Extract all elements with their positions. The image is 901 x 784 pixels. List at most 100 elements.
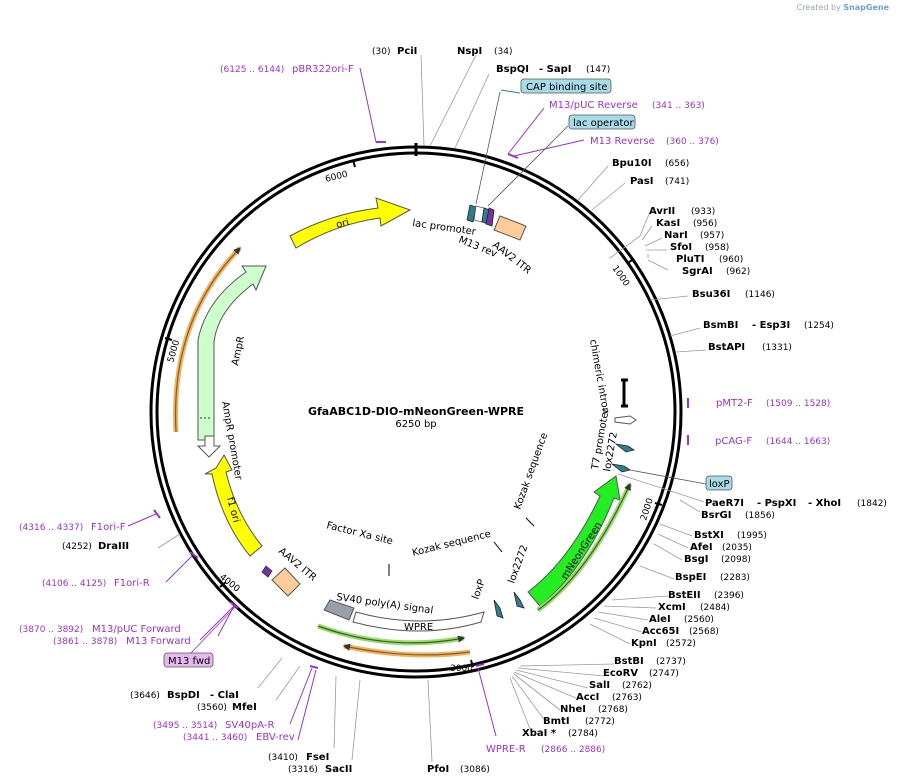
site-nspi[interactable]: NspI [457,46,482,57]
ampr-promoter-arrow[interactable] [196,435,222,458]
primer-pbr322ori-f[interactable]: pBR322ori-F [292,64,354,75]
primer-m13-reverse[interactable]: M13 Reverse [590,136,655,147]
site-kasi[interactable]: KasI [656,218,680,229]
site-pfoi[interactable]: PfoI [427,764,449,775]
site-draiii[interactable]: DraIII [98,541,129,552]
site-alei[interactable]: AleI [649,614,671,625]
primer-m13-puc-forward[interactable]: M13/pUC Forward [92,624,181,635]
primer-pos-f1ori-r: (4106 .. 4125) [42,579,106,589]
site-bstxi[interactable]: BstXI [694,530,724,541]
primer-pos-m13-puc-reverse: (341 .. 363) [652,101,705,111]
mneongreen-arrow[interactable] [527,475,621,607]
site-bsgi[interactable]: BsgI [684,554,708,565]
site-pos-bsu36i: (1146) [745,290,775,300]
primer-pos-pmt2-f: (1509 .. 1528) [766,399,830,409]
site-pos-bpu10i: (656) [665,159,689,169]
t7-promoter-arrow[interactable] [614,415,637,425]
primer-sv40pa-r[interactable]: SV40pA-R [225,720,274,731]
loxp-right-arrow[interactable] [610,463,631,473]
site-pos-xbai: (2784) [568,729,598,739]
site-bspei[interactable]: BspEI [675,572,706,583]
site-pos-pcii: (30) [372,47,390,57]
m13-fwd-tag[interactable]: M13 fwd [163,605,237,668]
aav2-itr-top-label: AAV2 ITR [490,240,533,277]
site-pos-acc65i: (2568) [689,627,719,637]
site-bspdi[interactable]: BspDI [167,690,200,701]
site-leader-lines [157,54,707,763]
svg-text:CAP binding site: CAP binding site [526,82,608,93]
plasmid-length: 6250 bp [395,419,436,430]
site-acci[interactable]: AccI [576,692,599,703]
site-sapi[interactable]: - SapI [539,64,571,75]
site-sacii[interactable]: SacII [325,764,352,775]
site-sfoi[interactable]: SfoI [670,242,692,253]
plasmid-name: GfaABC1D-DIO-mNeonGreen-WPRE [308,405,524,418]
site-xbai[interactable]: XbaI * [522,728,557,739]
site-ecorv[interactable]: EcoRV [603,668,638,679]
site-clai[interactable]: - ClaI [210,690,239,701]
site-nhei[interactable]: NheI [560,704,586,715]
primer-pos-wpre-r: (2866 .. 2886) [541,745,605,755]
ampr-label: AmpR [230,335,247,367]
site-bsteii[interactable]: BstEII [668,590,701,601]
primer-pcag-f[interactable]: pCAG-F [715,436,752,447]
site-xhoi[interactable]: - XhoI [808,498,841,509]
site-pos-bstxi: (1995) [737,531,767,541]
site-bstapi[interactable]: BstAPI [708,342,745,353]
loxp-tag[interactable]: loxP [629,469,733,491]
primer-ebv-rev[interactable]: EBV-rev [256,732,295,743]
primer-pos-f1ori-f: (4316 .. 4337) [19,523,83,533]
site-fsei[interactable]: FseI [306,752,329,763]
f1-ori-arrow[interactable] [204,453,263,557]
site-pspxi[interactable]: - PspXI [757,498,796,509]
site-pos-xhoi: (1842) [857,499,887,509]
primer-f1ori-f[interactable]: F1ori-F [91,522,126,533]
site-kpni[interactable]: KpnI [631,638,657,649]
site-pasi[interactable]: PasI [630,176,653,187]
aav2-itr-bottom-box[interactable] [271,567,301,597]
svg-text:1000: 1000 [610,264,631,289]
primer-f1ori-r[interactable]: F1ori-R [114,578,150,589]
site-bpu10i[interactable]: Bpu10I [612,158,652,169]
site-pos-nhei: (2768) [598,705,628,715]
site-mfei[interactable]: MfeI [232,702,257,713]
site-afei[interactable]: AfeI [690,542,713,553]
primer-m13-forward[interactable]: M13 Forward [126,636,191,647]
site-nari[interactable]: NarI [664,230,688,241]
site-paer7i[interactable]: PaeR7I [705,498,744,509]
lox2272-a-arrow[interactable] [513,591,525,609]
loxp-inner-arrow[interactable] [493,599,504,619]
site-sgrai[interactable]: SgrAI [682,266,713,277]
svg-text:lac operator: lac operator [573,118,634,129]
aav2-itr-top-box[interactable] [493,215,527,241]
wpre-label: WPRE [404,622,433,633]
lac-operator-tag[interactable]: lac operator [487,114,636,207]
site-xcmi[interactable]: XcmI [658,602,686,613]
site-pluti[interactable]: PluTI [676,254,704,265]
ori-arrow[interactable] [289,197,412,249]
primer-m13-puc-reverse[interactable]: M13/pUC Reverse [549,100,638,111]
m13-rev-box[interactable] [485,207,495,227]
site-bsu36i[interactable]: Bsu36I [692,289,730,300]
site-bstbi[interactable]: BstBI [614,656,644,667]
sv40-polya-box[interactable] [323,599,355,621]
site-bmti[interactable]: BmtI [543,716,570,727]
wpre-box[interactable] [352,611,485,632]
ampr-arrow[interactable] [197,265,267,441]
site-bsrgi[interactable]: BsrGI [701,510,731,521]
cap-binding-site-tag[interactable]: CAP binding site [475,78,612,205]
site-bspqi[interactable]: BspQI [496,64,529,75]
site-bsmbi[interactable]: BsmBI [703,320,738,331]
primer-wpre-r[interactable]: WPRE-R [486,744,526,755]
site-pos-sfoi: (958) [705,243,729,253]
cap-site-box [466,204,477,223]
primer-pmt2-f[interactable]: pMT2-F [716,398,753,409]
site-pcii[interactable]: PciI [397,46,417,57]
lox2272-c-arrow[interactable] [614,443,635,453]
primer-leader-lines [127,67,689,741]
m13-fwd-site [261,565,273,578]
site-acc65i[interactable]: Acc65I [642,626,679,637]
site-avrii[interactable]: AvrII [649,206,675,217]
site-esp3i[interactable]: - Esp3I [752,320,790,331]
site-sali[interactable]: SalI [589,680,610,691]
